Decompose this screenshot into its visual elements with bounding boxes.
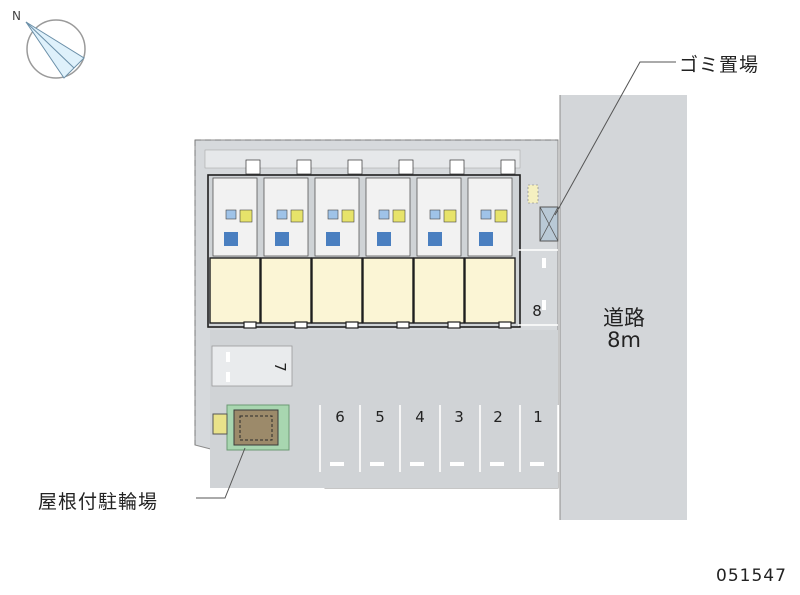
property-code: 051547 — [716, 566, 787, 586]
unit-6 — [464, 177, 516, 324]
compass-north-label: N — [12, 9, 21, 23]
road — [560, 95, 687, 520]
parking-space-8: 8 — [532, 302, 542, 320]
unit-2 — [260, 177, 312, 324]
parking-space-1: 1 — [533, 408, 543, 426]
parking-space-2: 2 — [493, 408, 503, 426]
parking-space-6: 6 — [335, 408, 345, 426]
parking-space-4: 4 — [415, 408, 425, 426]
parking-space-3: 3 — [454, 408, 464, 426]
parking-space-5: 5 — [375, 408, 385, 426]
covered-bicycle-parking — [212, 404, 290, 451]
garbage-station-label: ゴミ置場 — [679, 54, 760, 76]
road-width: 8m — [607, 328, 641, 352]
unit-4 — [362, 177, 414, 324]
unit-5 — [413, 177, 465, 324]
unit-1 — [209, 177, 261, 324]
unit-3 — [311, 177, 363, 324]
road-name: 道路 — [603, 306, 645, 330]
north-compass: N — [12, 9, 86, 79]
parking-space-7: 7 — [271, 362, 289, 372]
parking-row — [319, 405, 559, 472]
garbage-station — [527, 184, 559, 242]
apartment-building — [207, 159, 521, 329]
bicycle-parking-label: 屋根付駐輪場 — [38, 491, 159, 513]
